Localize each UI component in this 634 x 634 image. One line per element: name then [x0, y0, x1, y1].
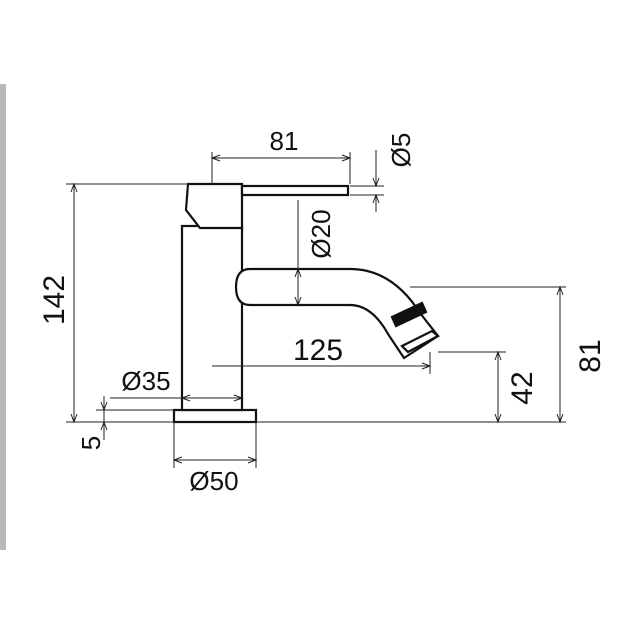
dim-label-body-diameter: Ø35 — [121, 366, 170, 396]
dim-label-spout-reach: 125 — [293, 334, 343, 367]
dim-label-spout-diameter: Ø20 — [306, 209, 336, 258]
left-edge-bar — [0, 84, 6, 550]
spout — [234, 267, 440, 360]
base-plate — [172, 408, 258, 424]
lever-handle — [240, 184, 350, 197]
dim-label-handle-thickness: Ø5 — [386, 133, 416, 168]
dim-label-total-height: 142 — [38, 275, 71, 325]
dimension-lines — [66, 150, 566, 468]
aerator-band — [390, 301, 428, 328]
dim-label-base-diameter: Ø50 — [189, 466, 238, 496]
dim-label-base-thickness: 5 — [76, 436, 106, 450]
dim-label-handle-length: 81 — [270, 126, 299, 156]
faucet-drawing — [172, 182, 440, 424]
dim-label-spout-height: 81 — [574, 339, 607, 372]
faucet-body — [180, 224, 244, 412]
lever-cap — [184, 182, 244, 230]
dim-label-outlet-height: 42 — [506, 371, 539, 404]
aerator-tip — [400, 329, 440, 354]
